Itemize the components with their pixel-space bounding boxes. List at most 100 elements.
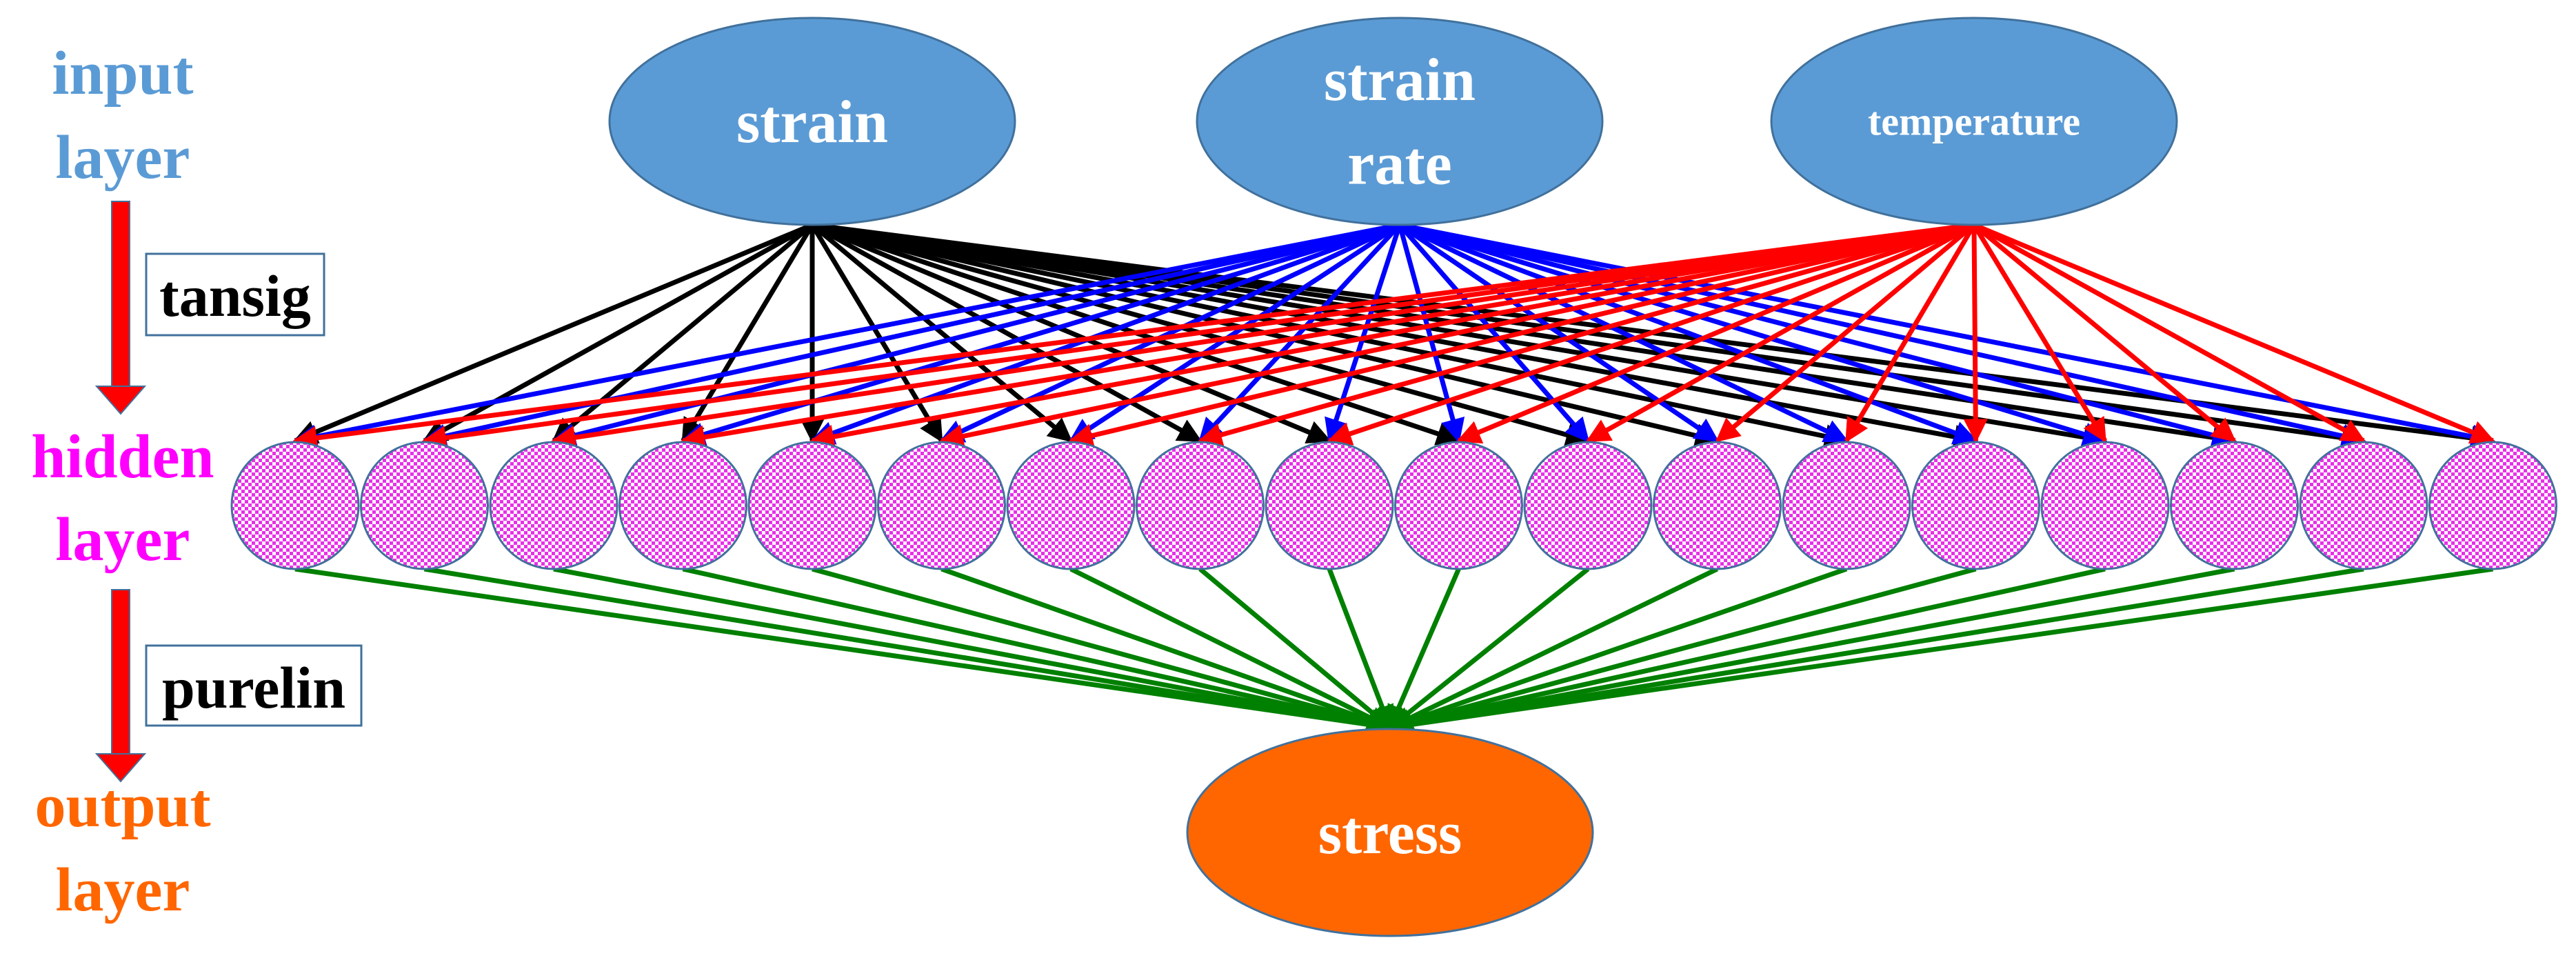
edge-input1-to-hidden9 [811,222,1332,444]
hidden-neuron-18 [2428,441,2557,570]
edge-hidden18-to-output [1387,566,2493,737]
input-node-label-line1: temperature [1868,99,2080,144]
edge-input1-to-hidden4 [681,223,815,443]
edge-input2-to-hidden13 [1398,222,1849,443]
input-node-3: temperature [1770,17,2178,226]
edge-hidden13-to-output [1387,566,1848,732]
purelin-box [145,644,363,727]
edge-input3-to-hidden15 [1972,223,2107,443]
hidden-layer-label-line2: layer [56,506,190,574]
hidden-neuron-2 [360,441,489,570]
edge-input2-to-hidden12 [1398,223,1720,443]
edge-input2-to-hidden16 [1399,222,2237,448]
input-to-hidden-connections [292,222,2495,450]
edge-input1-to-hidden8 [811,222,1203,443]
input-layer-label-line2: layer [56,123,190,192]
hidden-neuron-14 [1911,441,2040,570]
output-layer-label-line1: output [34,772,210,840]
edge-input3-to-hidden13 [1844,223,1977,443]
edge-input3-to-hidden10 [1456,222,1975,443]
hidden-neuron-15 [2040,441,2170,570]
edge-hidden3-to-output [553,566,1393,736]
edge-input2-to-hidden1 [292,222,1400,449]
edge-input2-to-hidden8 [1198,223,1402,443]
edge-hidden17-to-output [1387,566,2364,737]
edge-input2-to-hidden15 [1398,222,2108,446]
edge-input3-to-hidden17 [1973,222,2366,443]
edge-hidden8-to-output [1198,567,1392,730]
hidden-neuron-17 [2299,441,2428,570]
edge-hidden9-to-output [1327,568,1394,730]
output-layer-node: stress [1186,728,1594,937]
hidden-neuron-6 [877,441,1006,570]
tansig-label: tansig [159,263,311,329]
edge-input3-to-hidden2 [422,222,1975,450]
output-layer-label-line2: layer [56,856,190,924]
hidden-neuron-1 [230,441,360,570]
edge-input3-to-hidden12 [1715,223,1976,443]
edge-input2-to-hidden7 [1069,223,1401,443]
hidden-neuron-13 [1782,441,1911,570]
edge-input3-to-hidden1 [292,222,1975,450]
input-node-label-line2: rate [1347,131,1451,198]
hidden-neuron-7 [1006,441,1136,570]
edge-hidden1-to-output [294,566,1393,737]
edge-input2-to-hidden14 [1398,222,1978,445]
layer-legend: input layer tansig hidden layer purelin … [31,39,363,924]
edge-hidden5-to-output [812,566,1393,734]
output-node-stress: stress [1186,728,1594,937]
hidden-neuron-8 [1136,441,1265,570]
edge-input1-to-hidden7 [810,223,1073,443]
hidden-neuron-5 [747,441,877,570]
edge-input2-to-hidden17 [1399,222,2366,448]
hidden-neuron-4 [618,441,747,570]
edge-input3-to-hidden11 [1585,222,1975,443]
hidden-neuron-11 [1523,441,1653,570]
edge-hidden15-to-output [1387,566,2106,735]
hidden-neuron-16 [2170,441,2299,570]
edge-input2-to-hidden9 [1325,223,1402,443]
hidden-layer-label-line1: hidden [31,423,214,491]
edge-input3-to-hidden16 [1972,223,2237,443]
edge-input3-to-hidden7 [1068,222,1975,448]
edge-input1-to-hidden1 [292,222,814,444]
input-node-1: strain [608,17,1016,226]
edge-hidden4-to-output [682,566,1393,735]
edge-hidden12-to-output [1387,566,1719,730]
edge-hidden6-to-output [940,566,1393,732]
edge-hidden11-to-output [1388,567,1590,730]
output-node-label: stress [1318,800,1462,867]
hidden-to-output-connections [294,566,2493,737]
edge-input3-to-hidden5 [809,222,1975,449]
input-node-2: strain rate [1196,17,1604,226]
hidden-neuron-3 [489,441,618,570]
edge-input3-to-hidden8 [1198,222,1975,447]
input-node-ellipse [608,17,1016,226]
edge-hidden16-to-output [1387,566,2235,736]
edge-hidden2-to-output [423,566,1393,737]
edge-hidden14-to-output [1387,566,1977,734]
tansig-box [145,252,325,337]
edge-input2-to-hidden18 [1399,222,2495,449]
edge-input2-to-hidden10 [1397,224,1465,443]
hidden-neuron-9 [1265,441,1394,570]
edge-input3-to-hidden18 [1973,222,2495,444]
edge-input3-to-hidden9 [1327,222,1975,446]
purelin-flow-arrow [94,589,147,783]
input-node-ellipse [1196,17,1604,226]
edge-input1-to-hidden6 [809,223,944,443]
input-node-label-line1: strain [736,89,888,156]
hidden-neuron-12 [1653,441,1782,570]
output-node-ellipse [1186,728,1594,937]
input-layer-label-line1: input [52,39,193,108]
hidden-neuron-10 [1394,441,1523,570]
edge-input2-to-hidden11 [1398,223,1590,443]
input-node-ellipse [1770,17,2178,226]
input-node-label-line1: strain [1324,47,1476,114]
edge-input3-to-hidden6 [939,222,1975,448]
input-layer-nodes: strain strain rate temperature [608,17,2178,226]
tansig-flow-arrow [94,201,147,415]
edge-hidden10-to-output [1387,568,1461,730]
edge-input3-to-hidden4 [681,222,1975,450]
